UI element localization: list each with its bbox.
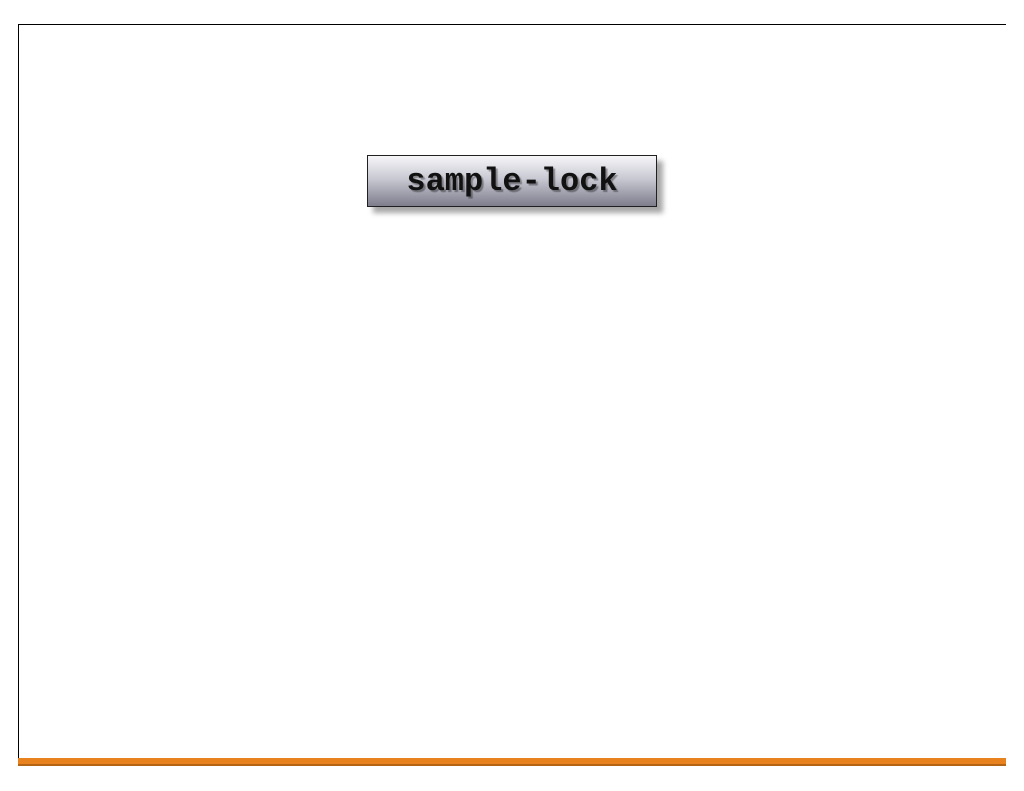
slide-title: sample-lock [406, 162, 618, 200]
slide-frame [18, 24, 1006, 766]
slide-title-box: sample-lock [367, 155, 657, 207]
bottom-accent-rule [18, 758, 1006, 764]
bottom-accent-rule-shadow [18, 764, 1006, 766]
